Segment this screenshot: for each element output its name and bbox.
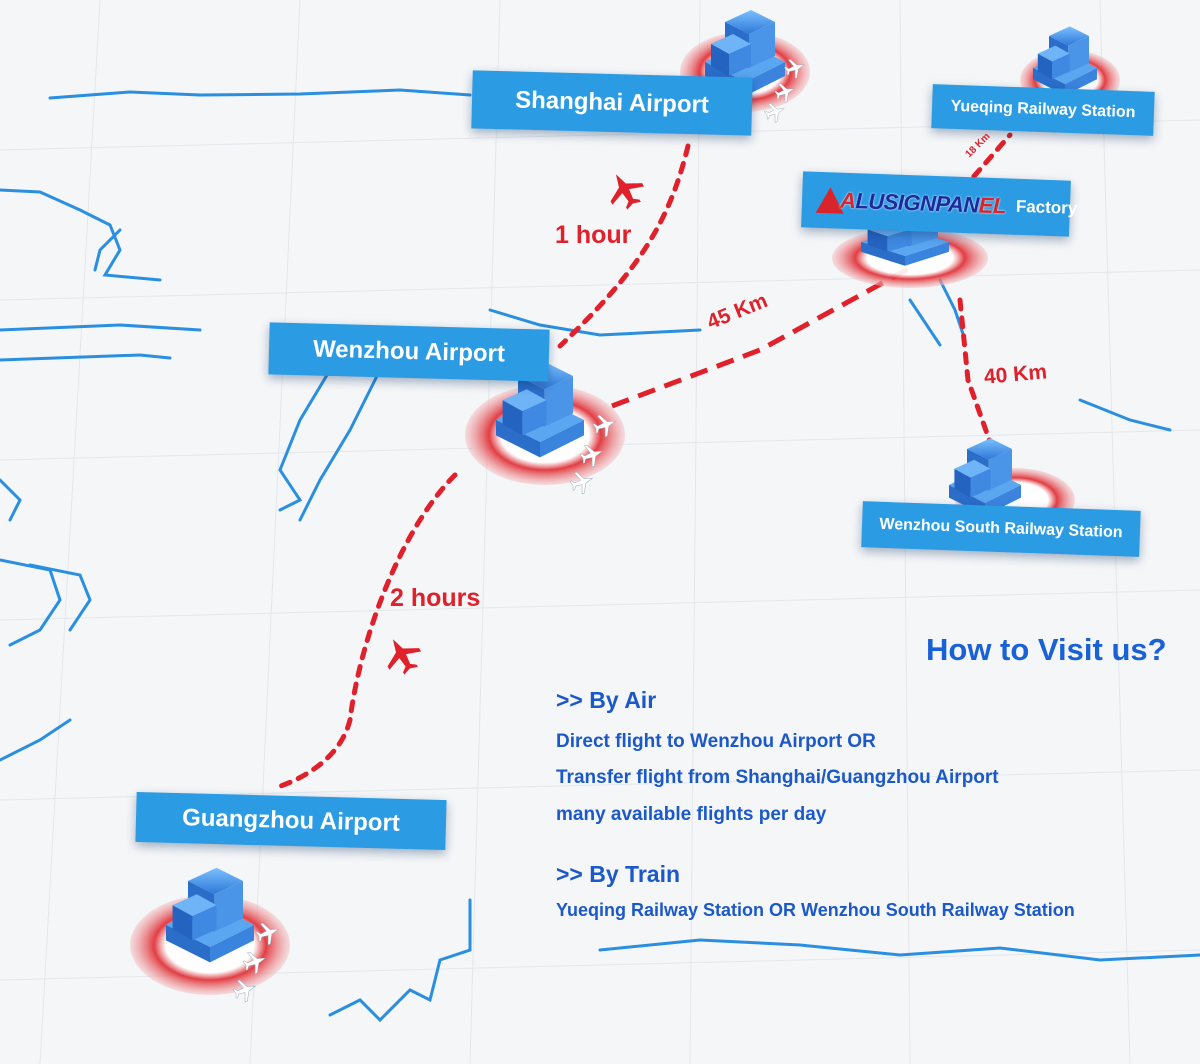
wenzhou-south-station-label: Wenzhou South Railway Station	[861, 501, 1141, 557]
visit-title: How to Visit us?	[926, 632, 1167, 667]
air-line: many available flights per day	[556, 804, 827, 825]
yueqing-station-label: Yueqing Railway Station	[931, 84, 1155, 136]
air-line: Transfer flight from Shanghai/Guangzhou …	[556, 767, 999, 788]
wenzhou-south-station-text: Wenzhou South Railway Station	[879, 515, 1123, 542]
shanghai-airport-text: Shanghai Airport	[514, 86, 710, 119]
yueqing-station-text: Yueqing Railway Station	[950, 97, 1136, 122]
factory-label: ALUSIGNPANEL Factory	[801, 171, 1078, 237]
airplane-icon	[377, 630, 427, 680]
route-time-guangzhou: 2 hours	[390, 584, 481, 612]
guangzhou-building-icon	[130, 867, 290, 995]
by-air-heading: >> By Air	[556, 687, 657, 713]
guangzhou-airport-text: Guangzhou Airport	[181, 804, 401, 837]
wenzhou-airport-text: Wenzhou Airport	[312, 335, 506, 368]
route-time-shanghai: 1 hour	[555, 221, 632, 249]
train-line: Yueqing Railway Station OR Wenzhou South…	[556, 900, 1075, 920]
factory-text: Factory	[1015, 196, 1078, 218]
shanghai-airport-label: Shanghai Airport	[471, 70, 753, 136]
wenzhou-airport-label: Wenzhou Airport	[268, 322, 550, 382]
factory-building-icon	[832, 205, 988, 288]
guangzhou-airport-label: Guangzhou Airport	[135, 791, 447, 851]
air-line: Direct flight to Wenzhou Airport OR	[556, 731, 876, 752]
by-train-heading: >> By Train	[556, 861, 681, 887]
airplane-icon	[600, 165, 650, 215]
river-lines	[0, 88, 1200, 1023]
company-logo: ALUSIGNPANEL	[815, 186, 1006, 220]
